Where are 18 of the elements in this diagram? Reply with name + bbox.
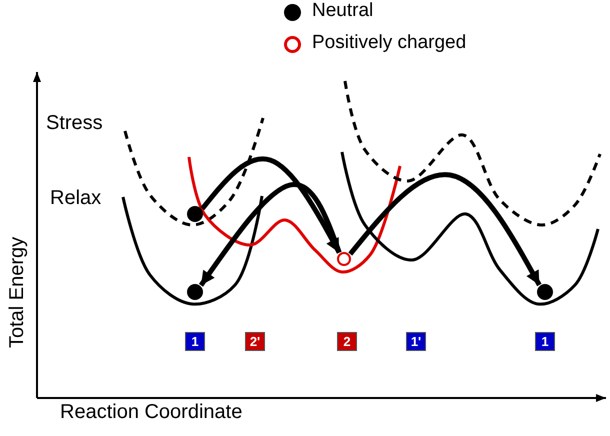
curve-label: Stress xyxy=(46,112,103,135)
site-badge: 1' xyxy=(406,332,426,351)
site-badge: 1 xyxy=(185,332,205,351)
legend-label: Neutral xyxy=(312,0,374,22)
curve-label: Relax xyxy=(50,187,102,210)
transition-arrow xyxy=(198,182,342,287)
legend-label: Positively charged xyxy=(312,32,466,54)
transition-arrow xyxy=(348,172,542,286)
transition-arrow xyxy=(200,156,342,254)
neutral-state-marker xyxy=(537,284,553,300)
neutral-state-marker xyxy=(187,284,203,300)
neutral-state-marker xyxy=(187,206,203,222)
charged-state-marker xyxy=(337,252,351,266)
site-badge: 2' xyxy=(245,332,265,351)
site-badge: 2 xyxy=(337,332,357,351)
axis-title: Total Energy xyxy=(6,236,29,348)
axis-title: Reaction Coordinate xyxy=(60,401,242,424)
site-badge: 1 xyxy=(535,332,555,351)
